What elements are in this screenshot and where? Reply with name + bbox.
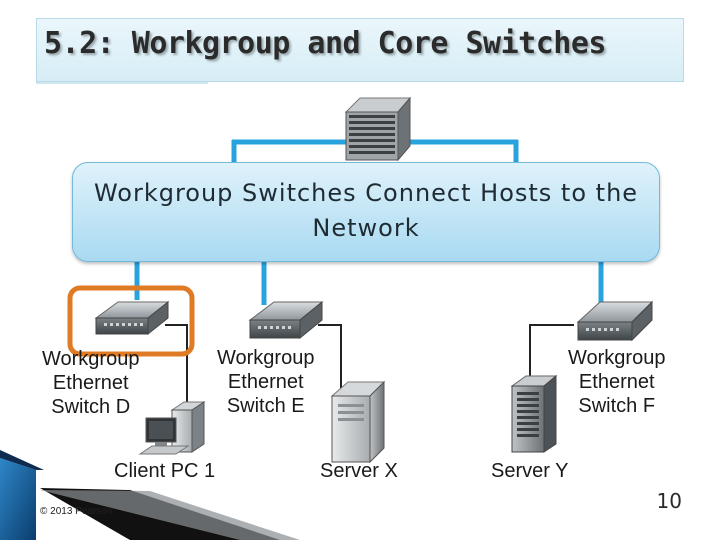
- page-number: 10: [656, 489, 682, 513]
- switch-f-label-line2: Ethernet: [578, 371, 655, 393]
- slide-title: 5.2: Workgroup and Core Switches: [44, 26, 606, 61]
- server-x-icon: [330, 380, 386, 464]
- server-y-label: Server Y: [491, 460, 569, 482]
- copyright: © 2013 Pearson: [40, 506, 113, 517]
- link-server-y: [529, 324, 574, 382]
- callout-text: Workgroup Switches Connect Hosts to the …: [93, 179, 639, 242]
- link-client-pc: [165, 324, 188, 438]
- switch-d-icon: [94, 300, 170, 336]
- switch-d-label-line3: Switch D: [51, 396, 131, 418]
- switch-f-icon: [576, 300, 654, 342]
- switch-e-label-line3: Switch E: [226, 395, 305, 417]
- link-server-x: [318, 324, 342, 392]
- switch-d-highlight: [67, 285, 195, 357]
- corner-swoosh: [0, 450, 300, 540]
- host-links: [165, 324, 574, 438]
- callout-box: [72, 162, 660, 262]
- server-y-icon: [510, 374, 558, 453]
- switch-f-label-line3: Switch F: [578, 395, 656, 417]
- switch-e-label-line1: Workgroup: [217, 347, 315, 369]
- switch-e-label: Workgroup Ethernet Switch E: [217, 346, 314, 418]
- switch-f-label: Workgroup Ethernet Switch F: [568, 346, 665, 418]
- switch-d-label-line2: Ethernet: [52, 372, 129, 394]
- title-underline: [36, 82, 208, 84]
- server-x-label: Server X: [320, 460, 398, 482]
- switch-f-label-line1: Workgroup: [568, 347, 666, 369]
- client-pc-label: Client PC 1: [114, 460, 216, 482]
- core-switch-icon: [344, 96, 412, 162]
- switch-d-label-line1: Workgroup: [42, 348, 140, 370]
- switch-e-icon: [248, 300, 324, 340]
- client-pc-icon: [138, 401, 206, 455]
- title-box: [36, 18, 684, 82]
- switch-e-label-line2: Ethernet: [227, 371, 304, 393]
- switch-d-label: Workgroup Ethernet Switch D: [42, 347, 139, 419]
